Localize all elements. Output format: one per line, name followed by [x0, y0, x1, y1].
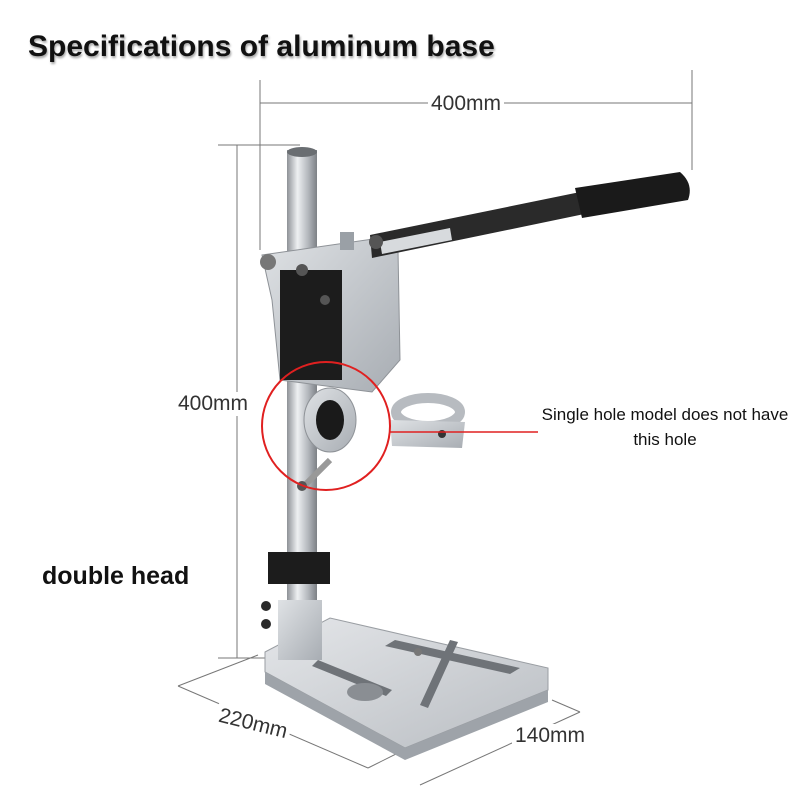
model-label: double head: [42, 562, 190, 590]
hole-callout-text: Single hole model does not have this hol…: [541, 405, 789, 449]
aluminum-base-plate: [264, 617, 549, 760]
feed-lever: [369, 172, 690, 258]
height-label: 400mm: [175, 392, 252, 416]
pole-collar: [268, 552, 330, 584]
page-title: Specifications of aluminum base: [28, 30, 495, 63]
tool-holder-rings: [297, 387, 465, 491]
base-width-label: 140mm: [512, 724, 589, 748]
handle-width-label: 400mm: [428, 92, 505, 116]
callout-marker: [261, 361, 538, 491]
